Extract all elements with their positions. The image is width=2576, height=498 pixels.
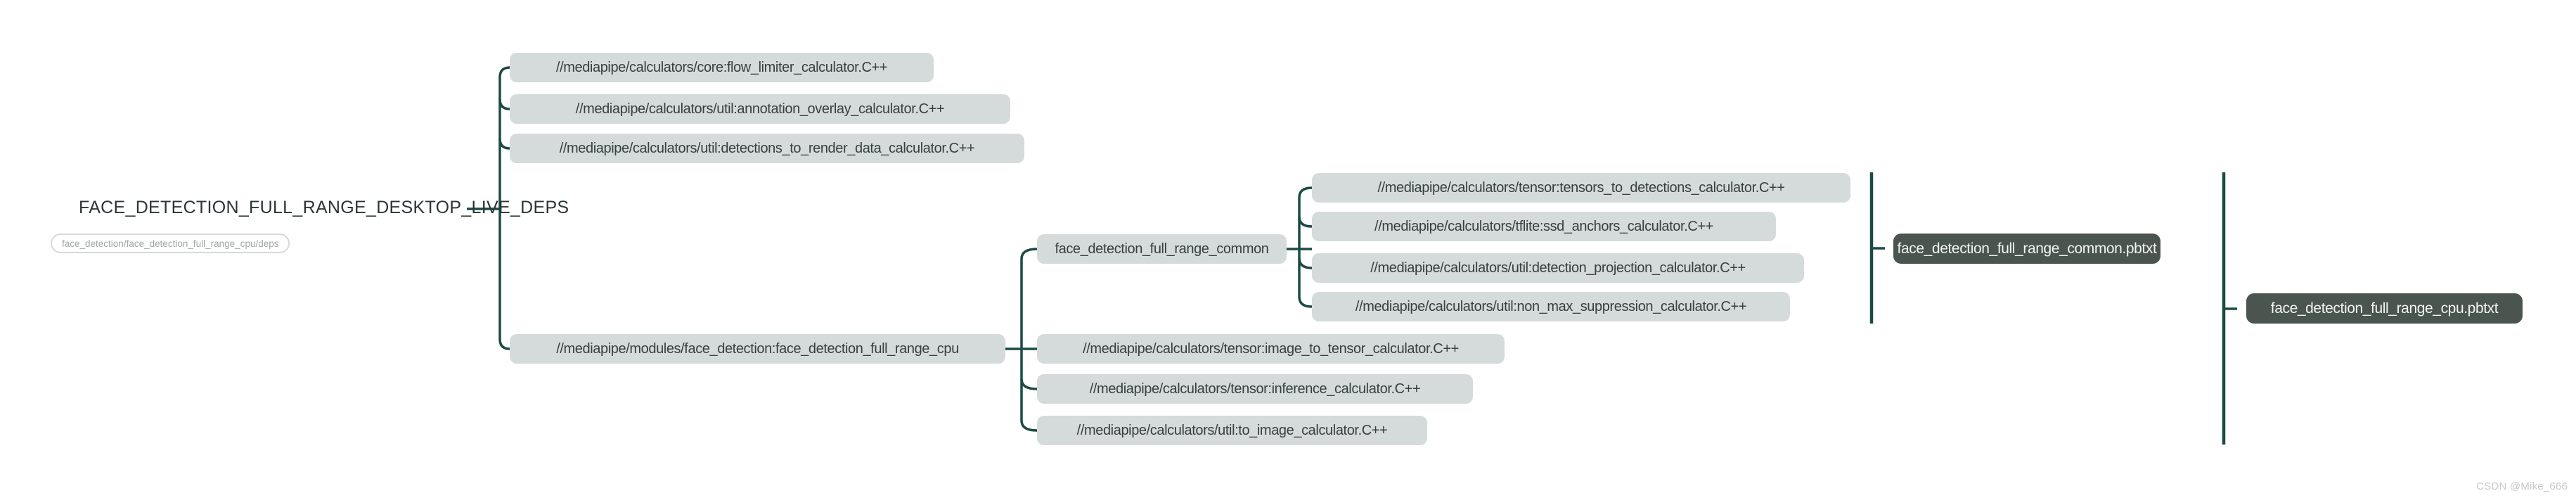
node-face-detection-full-range-common-pbtxt: face_detection_full_range_common.pbtxt bbox=[1893, 234, 2160, 264]
node-inference-calculator: //mediapipe/calculators/tensor:inference… bbox=[1037, 374, 1473, 404]
node-tensors-to-detections-calculator: //mediapipe/calculators/tensor:tensors_t… bbox=[1312, 173, 1850, 203]
root-title: FACE_DETECTION_FULL_RANGE_DESKTOP_LIVE_D… bbox=[79, 198, 569, 217]
node-detection-projection-calculator: //mediapipe/calculators/util:detection_p… bbox=[1312, 253, 1804, 283]
node-to-image-calculator: //mediapipe/calculators/util:to_image_ca… bbox=[1037, 416, 1427, 445]
watermark-text: CSDN @Mike_666 bbox=[2476, 480, 2568, 492]
edge-branch-detections-render bbox=[498, 138, 510, 150]
node-face-detection-full-range-cpu-pbtxt: face_detection_full_range_cpu.pbtxt bbox=[2246, 293, 2523, 324]
node-annotation-overlay-calculator: //mediapipe/calculators/util:annotation_… bbox=[510, 94, 1010, 124]
node-flow-limiter-calculator: //mediapipe/calculators/core:flow_limite… bbox=[510, 53, 934, 82]
node-face-detection-full-range-cpu-module: //mediapipe/modules/face_detection:face_… bbox=[510, 334, 1005, 364]
edge-level2-trunk bbox=[1020, 248, 1038, 432]
edge-branch-projection bbox=[1298, 257, 1313, 269]
edge-branch-annotation bbox=[498, 98, 510, 110]
node-image-to-tensor-calculator: //mediapipe/calculators/tensor:image_to_… bbox=[1037, 334, 1505, 364]
node-non-max-suppression-calculator: //mediapipe/calculators/util:non_max_sup… bbox=[1312, 292, 1790, 321]
edge-branch-ssd bbox=[1298, 216, 1313, 228]
node-ssd-anchors-calculator: //mediapipe/calculators/tflite:ssd_ancho… bbox=[1312, 212, 1776, 241]
edge-branch-inference bbox=[1020, 378, 1038, 390]
node-face-detection-full-range-common: face_detection_full_range_common bbox=[1037, 234, 1287, 264]
node-detections-to-render-data-calculator: //mediapipe/calculators/util:detections_… bbox=[510, 134, 1024, 163]
root-badge: face_detection/face_detection_full_range… bbox=[51, 234, 290, 253]
edge-level3-trunk bbox=[1298, 186, 1313, 308]
